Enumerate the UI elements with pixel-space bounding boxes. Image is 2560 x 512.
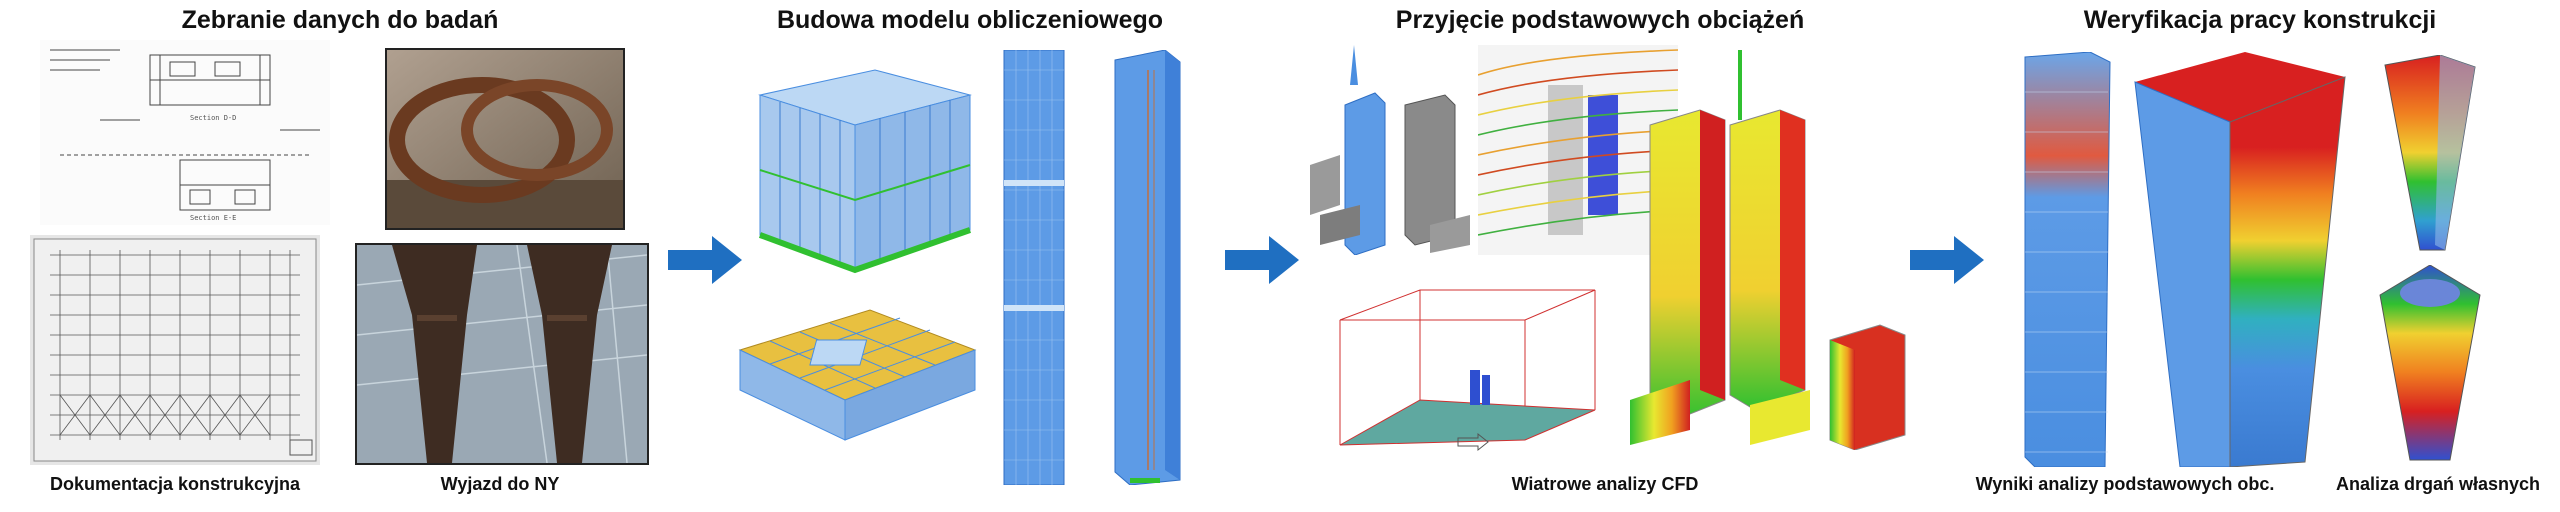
tower-core-model xyxy=(1110,50,1185,485)
caption-cfd: Wiatrowe analizy CFD xyxy=(1511,474,1699,494)
steel-columns-photo xyxy=(355,243,649,465)
flow-arrow-icon xyxy=(1910,236,1984,284)
cfd-domain-box xyxy=(1330,270,1605,455)
caption-modal: Analiza drgań własnych xyxy=(2335,474,2541,494)
flow-arrow-icon xyxy=(668,236,742,284)
mode-shape-tower-base xyxy=(2375,265,2485,465)
core-model-isometric xyxy=(745,60,985,280)
section-title-basic-loads: Przyjęcie podstawowych obciążeń xyxy=(1395,6,1805,34)
caption-results: Wyniki analizy podstawowych obc. xyxy=(1975,474,2275,494)
tower-frame-model xyxy=(1000,50,1068,485)
wind-streamlines-visualization xyxy=(1478,45,1678,255)
section-title-verification: Weryfikacja pracy konstrukcji xyxy=(2083,6,2437,34)
section-title-model-building: Budowa modelu obliczeniowego xyxy=(776,6,1164,34)
svg-text:Section D-D: Section D-D xyxy=(190,114,236,122)
wtc-massing-model xyxy=(1310,45,1475,255)
section-title-data-collection: Zebranie danych do badań xyxy=(181,6,499,34)
svg-text:Section E-E: Section E-E xyxy=(190,214,236,222)
mode-shape-tower-top xyxy=(2380,55,2480,255)
caption-trip: Wyjazd do NY xyxy=(440,474,560,494)
steel-beam-photo xyxy=(385,48,625,230)
structural-drawing-sketch: Section D-D Section E-E xyxy=(40,40,330,225)
foundation-model-isometric xyxy=(730,290,985,455)
caption-documentation: Dokumentacja konstrukcyjna xyxy=(49,474,301,494)
flow-arrow-icon xyxy=(1225,236,1299,284)
analysis-results-frame xyxy=(2020,52,2115,467)
cfd-pressure-map-towers xyxy=(1630,50,1925,450)
stress-contour-tower xyxy=(2130,52,2350,467)
structural-elevation-drawing xyxy=(30,235,320,465)
